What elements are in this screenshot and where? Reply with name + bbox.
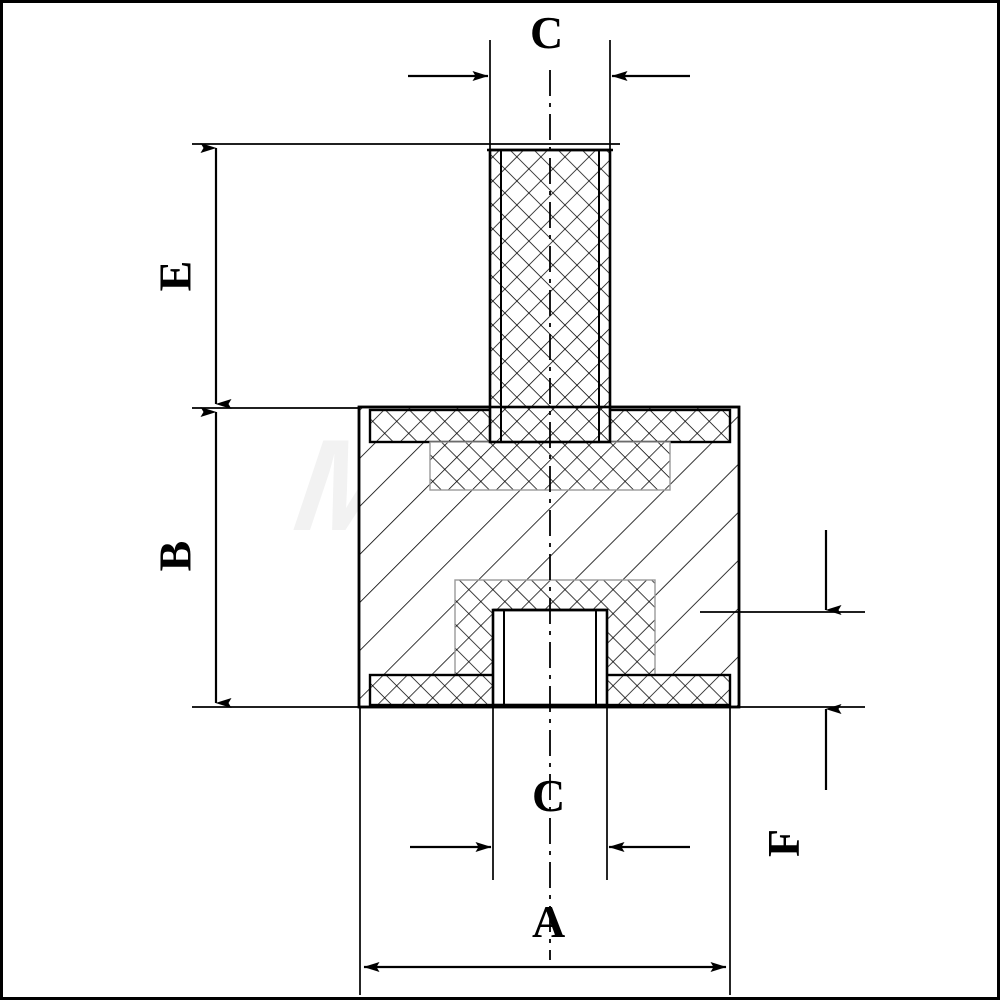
extension-lines xyxy=(192,40,865,995)
dimension-label-c-bottom: C xyxy=(532,770,566,821)
dimension-label-f: F xyxy=(758,828,810,858)
dimension-label-a: A xyxy=(532,896,566,947)
dimension-label-b: B xyxy=(149,540,201,572)
dimension-label-e: E xyxy=(149,260,201,292)
dimension-label-c-top: C xyxy=(530,7,564,58)
body-outline xyxy=(357,405,741,709)
